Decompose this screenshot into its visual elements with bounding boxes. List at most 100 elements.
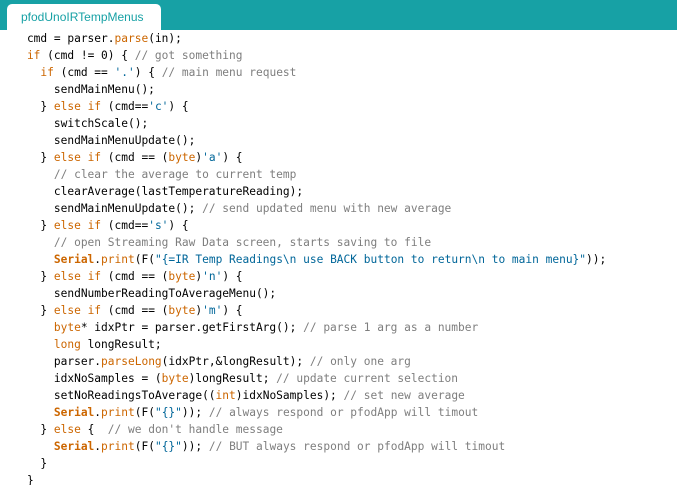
code-token: cmd = parser.: [0, 32, 115, 45]
code-token: ) {: [134, 66, 162, 79]
code-token: }: [0, 100, 54, 113]
code-token: (F(: [134, 406, 155, 419]
code-token: // set new average: [343, 389, 465, 402]
code-token: ) {: [222, 304, 243, 317]
code-line: switchScale();: [0, 115, 606, 132]
code-token: (cmd==: [101, 219, 149, 232]
code-line: // clear the average to current temp: [0, 166, 606, 183]
code-token: 'a': [202, 151, 223, 164]
code-token: else if: [53, 100, 102, 113]
code-token: sendNumberReadingToAverageMenu();: [0, 287, 277, 300]
code-token: // clear the average to current temp: [0, 168, 297, 181]
code-token: else if: [53, 304, 102, 317]
code-token: ));: [586, 253, 607, 266]
code-line: cmd = parser.parse(in);: [0, 30, 606, 47]
code-token: // update current selection: [276, 372, 459, 385]
code-token: * idxPtr = parser.getFirstArg();: [80, 321, 304, 334]
code-token: ));: [181, 406, 209, 419]
code-token: clearAverage(lastTemperatureReading);: [0, 185, 304, 198]
code-token: .: [94, 440, 102, 453]
code-line: } else if (cmd == (byte)'a') {: [0, 149, 606, 166]
code-token: byte: [168, 151, 196, 164]
code-token: parse: [114, 32, 149, 45]
code-token: "{=IR Temp Readings\n use BACK button to…: [154, 253, 587, 266]
code-token: // BUT always respond or pfodApp will ti…: [208, 440, 506, 453]
code-token: )idxNoSamples);: [235, 389, 344, 402]
code-line: } else if (cmd == (byte)'n') {: [0, 268, 606, 285]
code-line: if (cmd == '.') { // main menu request: [0, 64, 606, 81]
code-line: Serial.print(F("{}")); // BUT always res…: [0, 438, 606, 455]
code-token: }: [0, 304, 54, 317]
code-token: .: [94, 253, 102, 266]
code-token: parseLong: [101, 355, 162, 368]
code-token: (cmd == (: [101, 304, 169, 317]
code-line: } else { // we don't handle message: [0, 421, 606, 438]
code-token: 'n': [202, 270, 223, 283]
code-token: )longResult;: [188, 372, 277, 385]
code-token: Serial: [0, 406, 95, 419]
code-token: sendMainMenu();: [0, 83, 155, 96]
code-line: parser.parseLong(idxPtr,&longResult); //…: [0, 353, 606, 370]
code-token: setNoReadingsToAverage((: [0, 389, 216, 402]
code-token: switchScale();: [0, 117, 149, 130]
code-token: ): [195, 270, 203, 283]
code-line: sendMainMenu();: [0, 81, 606, 98]
code-token: sendMainMenuUpdate();: [0, 202, 203, 215]
tab-bar: pfodUnoIRTempMenus: [0, 0, 677, 30]
code-token: ) {: [222, 270, 243, 283]
code-token: byte: [0, 321, 81, 334]
code-line: }: [0, 455, 606, 472]
code-token: else if: [53, 270, 102, 283]
code-token: (cmd != 0) {: [40, 49, 135, 62]
code-token: (cmd == (: [101, 270, 169, 283]
code-token: }: [0, 474, 34, 485]
code-token: (F(: [134, 253, 155, 266]
code-token: // open Streaming Raw Data screen, start…: [0, 236, 432, 249]
code-token: sendMainMenuUpdate();: [0, 134, 196, 147]
code-token: Serial: [0, 253, 95, 266]
code-token: "{}": [154, 406, 182, 419]
code-token: }: [0, 151, 54, 164]
code-token: 's': [148, 219, 169, 232]
code-token: ) {: [222, 151, 243, 164]
code-token: // always respond or pfodApp will timout: [208, 406, 479, 419]
code-editor[interactable]: cmd = parser.parse(in); if (cmd != 0) { …: [0, 30, 677, 485]
tab-pfodunoirtempmenus[interactable]: pfodUnoIRTempMenus: [7, 4, 161, 30]
code-line: idxNoSamples = (byte)longResult; // upda…: [0, 370, 606, 387]
code-line: } else if (cmd == (byte)'m') {: [0, 302, 606, 319]
code-token: {: [80, 423, 108, 436]
code-token: ) {: [168, 219, 189, 232]
code-token: }: [0, 219, 54, 232]
code-token: print: [101, 440, 135, 453]
code-token: 'm': [202, 304, 223, 317]
code-token: (idxPtr,&longResult);: [161, 355, 310, 368]
code-token: (cmd==: [101, 100, 149, 113]
code-line: }: [0, 472, 606, 485]
code-token: '.': [114, 66, 135, 79]
code-token: parser.: [0, 355, 102, 368]
code-token: }: [0, 457, 48, 470]
code-line: sendMainMenuUpdate(); // send updated me…: [0, 200, 606, 217]
code-line: // open Streaming Raw Data screen, start…: [0, 234, 606, 251]
code-token: (cmd ==: [53, 66, 115, 79]
code-token: byte: [161, 372, 189, 385]
code-text[interactable]: cmd = parser.parse(in); if (cmd != 0) { …: [0, 30, 606, 485]
code-token: Serial: [0, 440, 95, 453]
code-line: setNoReadingsToAverage((int)idxNoSamples…: [0, 387, 606, 404]
code-token: // only one arg: [309, 355, 411, 368]
code-token: ): [195, 304, 203, 317]
code-token: byte: [168, 270, 196, 283]
code-token: longResult;: [80, 338, 162, 351]
code-line: clearAverage(lastTemperatureReading);: [0, 183, 606, 200]
code-token: // send updated menu with new average: [202, 202, 452, 215]
code-token: ): [195, 151, 203, 164]
code-line: sendNumberReadingToAverageMenu();: [0, 285, 606, 302]
code-token: ));: [181, 440, 209, 453]
code-line: Serial.print(F("{}")); // always respond…: [0, 404, 606, 421]
code-token: ) {: [168, 100, 189, 113]
code-token: int: [215, 389, 236, 402]
code-token: // got something: [134, 49, 243, 62]
code-token: .: [94, 406, 102, 419]
code-line: byte* idxPtr = parser.getFirstArg(); // …: [0, 319, 606, 336]
